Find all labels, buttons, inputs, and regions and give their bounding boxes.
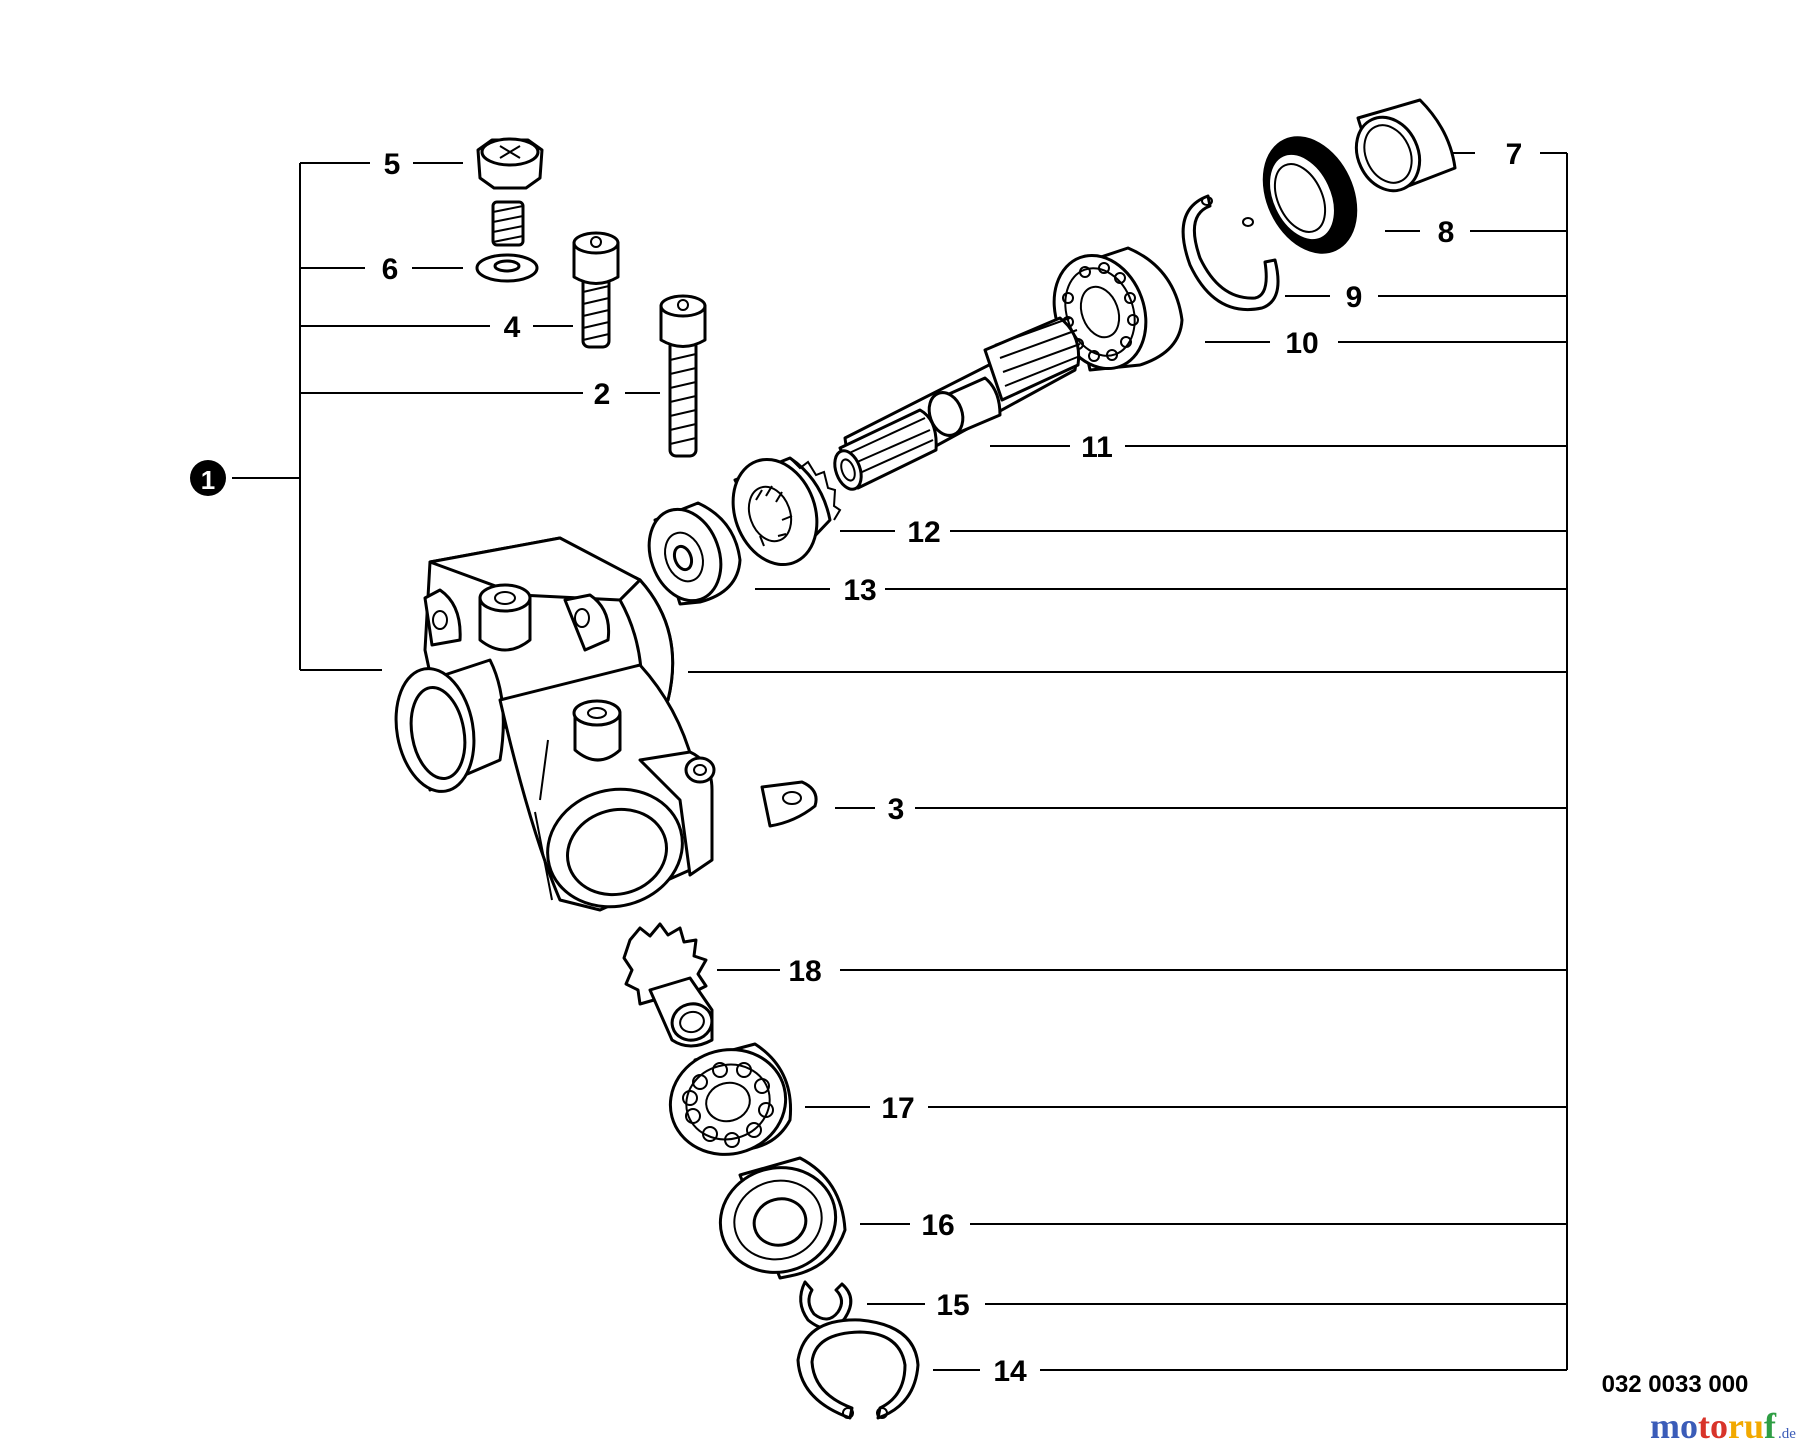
part-18-pinion xyxy=(622,922,714,1048)
part-1-gear-housing xyxy=(394,536,716,912)
callout-6[interactable]: 6 xyxy=(382,253,399,286)
callout-1-label: 1 xyxy=(201,465,215,495)
callout-16[interactable]: 16 xyxy=(921,1209,954,1242)
callout-4[interactable]: 4 xyxy=(504,311,521,344)
reference-code: 032 0033 000 xyxy=(1602,1371,1749,1398)
part-4-socket-screw xyxy=(572,231,620,349)
part-2-socket-screw xyxy=(659,294,707,458)
part-5-hex-bolt xyxy=(476,137,544,247)
part-6-washer xyxy=(475,253,539,283)
part-8-shaft-seal xyxy=(1262,136,1358,254)
part-15-retaining-ring xyxy=(799,1280,853,1330)
part-3-wedge-plate xyxy=(760,780,818,828)
callout-10[interactable]: 10 xyxy=(1285,327,1318,360)
callout-14[interactable]: 14 xyxy=(993,1355,1027,1388)
svg-text:.de: .de xyxy=(1778,1426,1796,1442)
callout-2[interactable]: 2 xyxy=(594,378,611,411)
callout-9[interactable]: 9 xyxy=(1346,281,1363,314)
part-13-ball-bearing xyxy=(647,501,742,606)
callout-11[interactable]: 11 xyxy=(1081,431,1113,464)
callout-15[interactable]: 15 xyxy=(936,1289,969,1322)
watermark-logo: motoruf .de xyxy=(1650,1406,1796,1444)
svg-text:motoruf: motoruf xyxy=(1650,1406,1777,1444)
callout-1[interactable]: 1 xyxy=(190,460,226,496)
leader-lines xyxy=(232,152,1568,1371)
callout-18[interactable]: 18 xyxy=(788,955,821,988)
callout-13[interactable]: 13 xyxy=(843,574,876,607)
callout-3[interactable]: 3 xyxy=(888,793,905,826)
callout-5[interactable]: 5 xyxy=(384,148,401,181)
callout-12[interactable]: 12 xyxy=(907,516,940,549)
part-16-sealed-bearing xyxy=(718,1156,847,1280)
part-12-bevel-gear xyxy=(731,456,842,567)
callout-7[interactable]: 7 xyxy=(1506,138,1523,171)
part-17-ball-bearing xyxy=(668,1042,793,1156)
part-14-circlip xyxy=(796,1318,920,1420)
callout-17[interactable]: 17 xyxy=(881,1092,914,1125)
callout-8[interactable]: 8 xyxy=(1438,216,1455,249)
part-9-circlip xyxy=(1181,194,1280,311)
part-7-sleeve xyxy=(1354,98,1457,193)
part-11-splined-shaft xyxy=(833,316,1081,491)
